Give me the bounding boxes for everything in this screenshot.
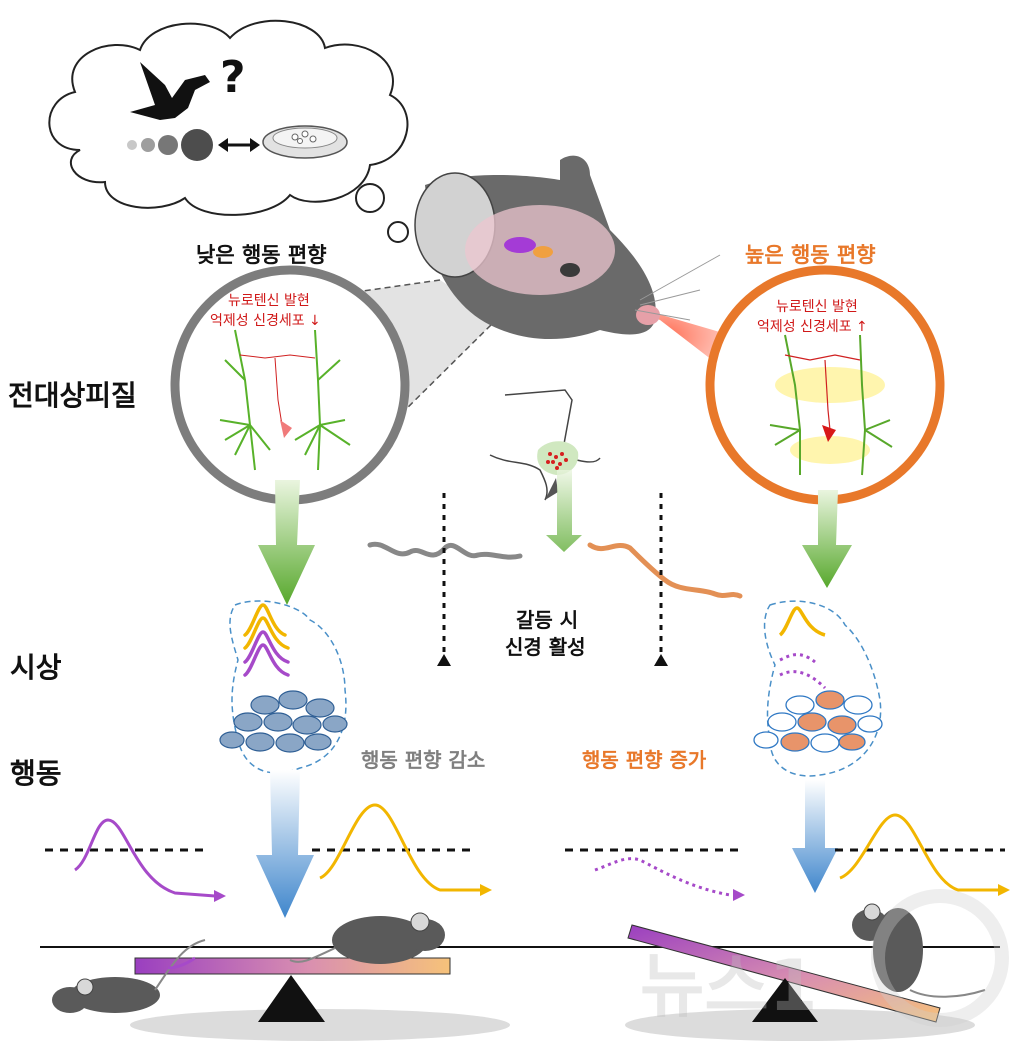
question-mark: ? [220,52,246,103]
mouse-head-illustration [414,155,721,340]
dotted-marker-left [437,493,451,666]
thought-bubble-dot-2 [387,221,409,243]
thought-bubble-dot-1 [355,183,385,213]
high-neurotensin-line2: 억제성 신경세포 ↑ [757,319,868,335]
thalamus-label: 시상 [10,651,62,684]
mouse-on-lever-icon [289,912,445,964]
high-blue-arrow [792,780,838,893]
low-thalamus-region [219,600,348,774]
double-arrow-icon [218,138,260,152]
high-bias-cortex-circle [705,265,945,505]
high-purple-wave [594,857,731,897]
low-bias-title: 낮은 행동 편향 [196,243,327,267]
bias-decrease-label: 행동 편향 감소 [361,748,486,772]
watermark-text: 뉴스1 [640,945,818,1027]
dotted-marker-right [654,493,668,666]
behavior-label: 행동 [10,757,62,790]
mouse-leaving-icon [52,939,206,1013]
high-neurotensin-line1: 뉴로텐신 발현 [776,299,858,315]
high-bias-title: 높은 행동 편향 [745,243,876,267]
low-yellow-wave [319,803,480,892]
high-bias-seesaw [625,924,975,1041]
high-thalamus-region [753,600,883,777]
bias-increase-label: 행동 편향 증가 [582,748,707,772]
low-neurotensin-line1: 뉴로텐신 발현 [228,293,310,309]
high-activity-trace [587,542,743,599]
cortex-label: 전대상피질 [8,379,137,412]
size-circles-icon [127,129,213,161]
bird-icon [130,62,210,120]
mouse-pressing-lever-icon [852,903,986,998]
conflict-line2: 신경 활성 [505,635,586,659]
low-green-arrow [258,480,315,605]
brain-slice-icon [489,389,601,501]
high-yellow-wave [839,813,998,892]
low-bias-seesaw [130,957,510,1041]
thought-cloud [48,19,409,243]
high-green-arrow [802,490,852,588]
center-green-arrow [546,470,582,552]
conflict-line1: 갈등 시 [516,608,579,632]
watermark-logo [871,889,1009,1027]
food-dish-icon [262,125,348,159]
low-blue-arrow [256,770,314,918]
low-purple-wave [74,818,216,898]
low-neurotensin-line2: 억제성 신경세포 ↓ [210,313,321,329]
